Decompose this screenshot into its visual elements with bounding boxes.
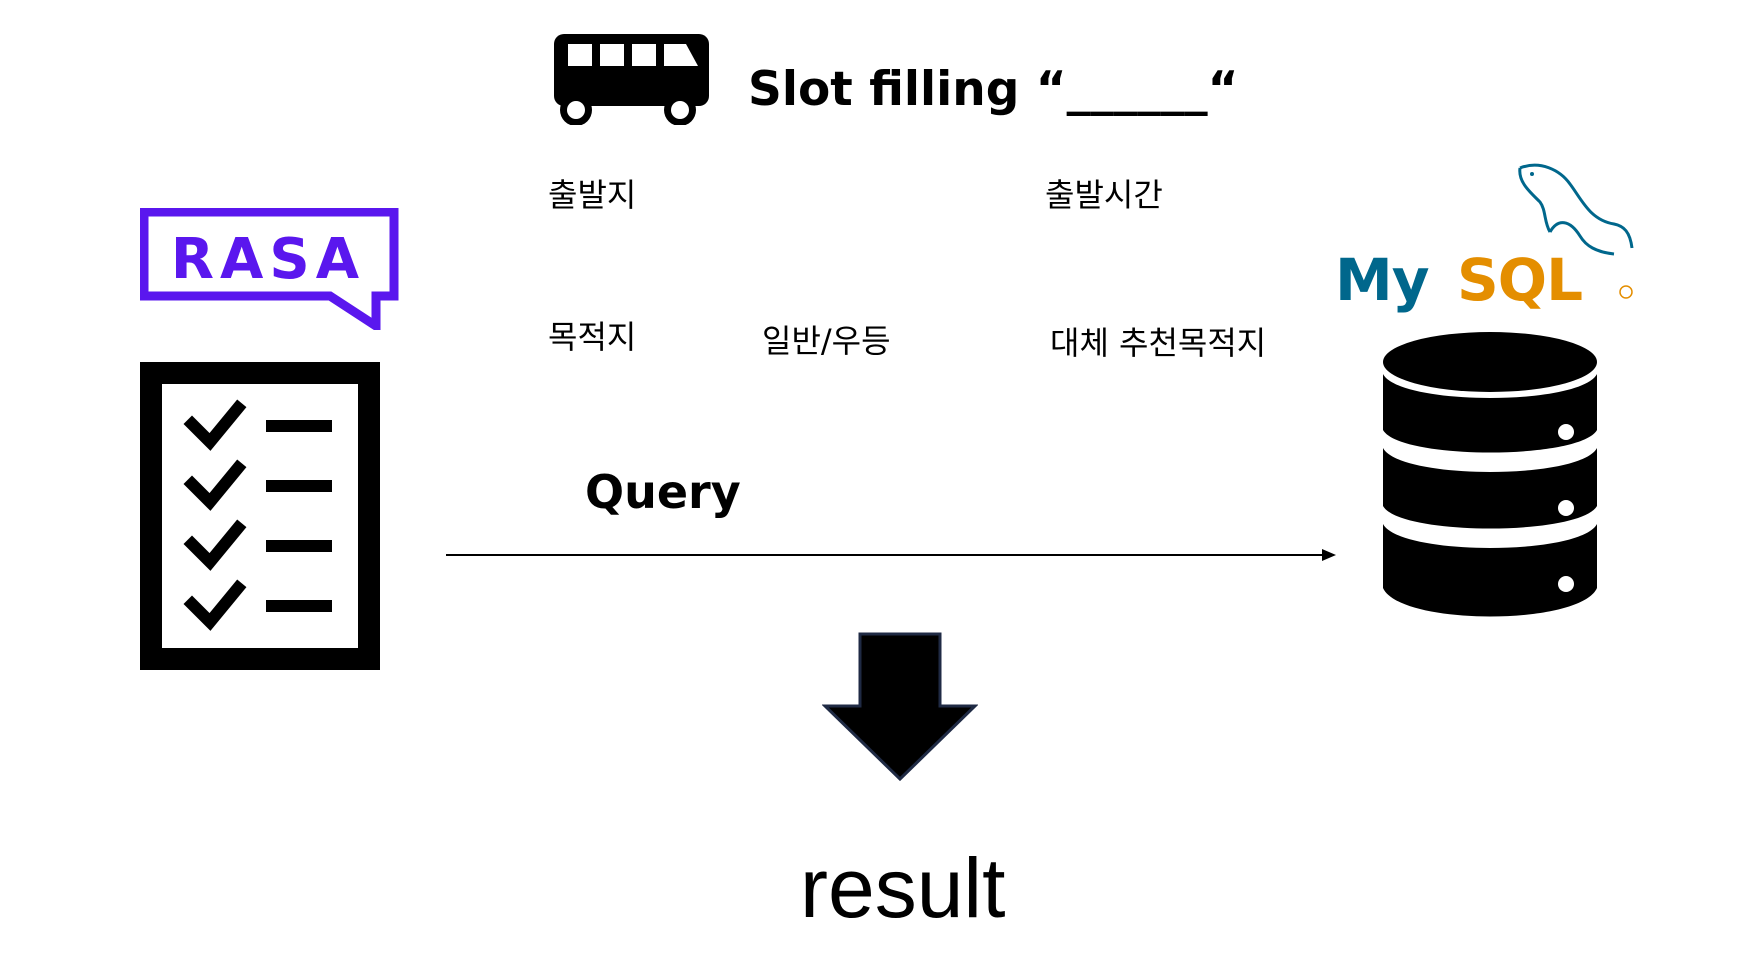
slot-destination: 목적지 bbox=[548, 318, 637, 356]
down-arrow-icon bbox=[822, 632, 978, 782]
checklist-icon bbox=[140, 362, 380, 670]
mysql-logo-my: My bbox=[1335, 246, 1429, 314]
diagram-title: Slot filling “______“ bbox=[748, 62, 1239, 117]
query-arrow bbox=[446, 549, 1336, 561]
dolphin-icon bbox=[1518, 163, 1634, 256]
mysql-logo-sql: SQL bbox=[1457, 246, 1582, 314]
result-label: result bbox=[800, 841, 1006, 935]
query-label: Query bbox=[585, 465, 741, 519]
bus-icon bbox=[554, 34, 709, 125]
mysql-logo: My SQL bbox=[1335, 246, 1633, 314]
rasa-logo-text: RASA bbox=[171, 227, 365, 292]
slot-bus-type: 일반/우등 bbox=[762, 322, 891, 360]
database-icon bbox=[1383, 332, 1597, 617]
slot-alt-destination: 대체 추천목적지 bbox=[1050, 324, 1267, 362]
rasa-logo: RASA bbox=[140, 208, 399, 330]
slot-departure-time: 출발시간 bbox=[1045, 176, 1163, 214]
slot-departure: 출발지 bbox=[548, 176, 637, 214]
